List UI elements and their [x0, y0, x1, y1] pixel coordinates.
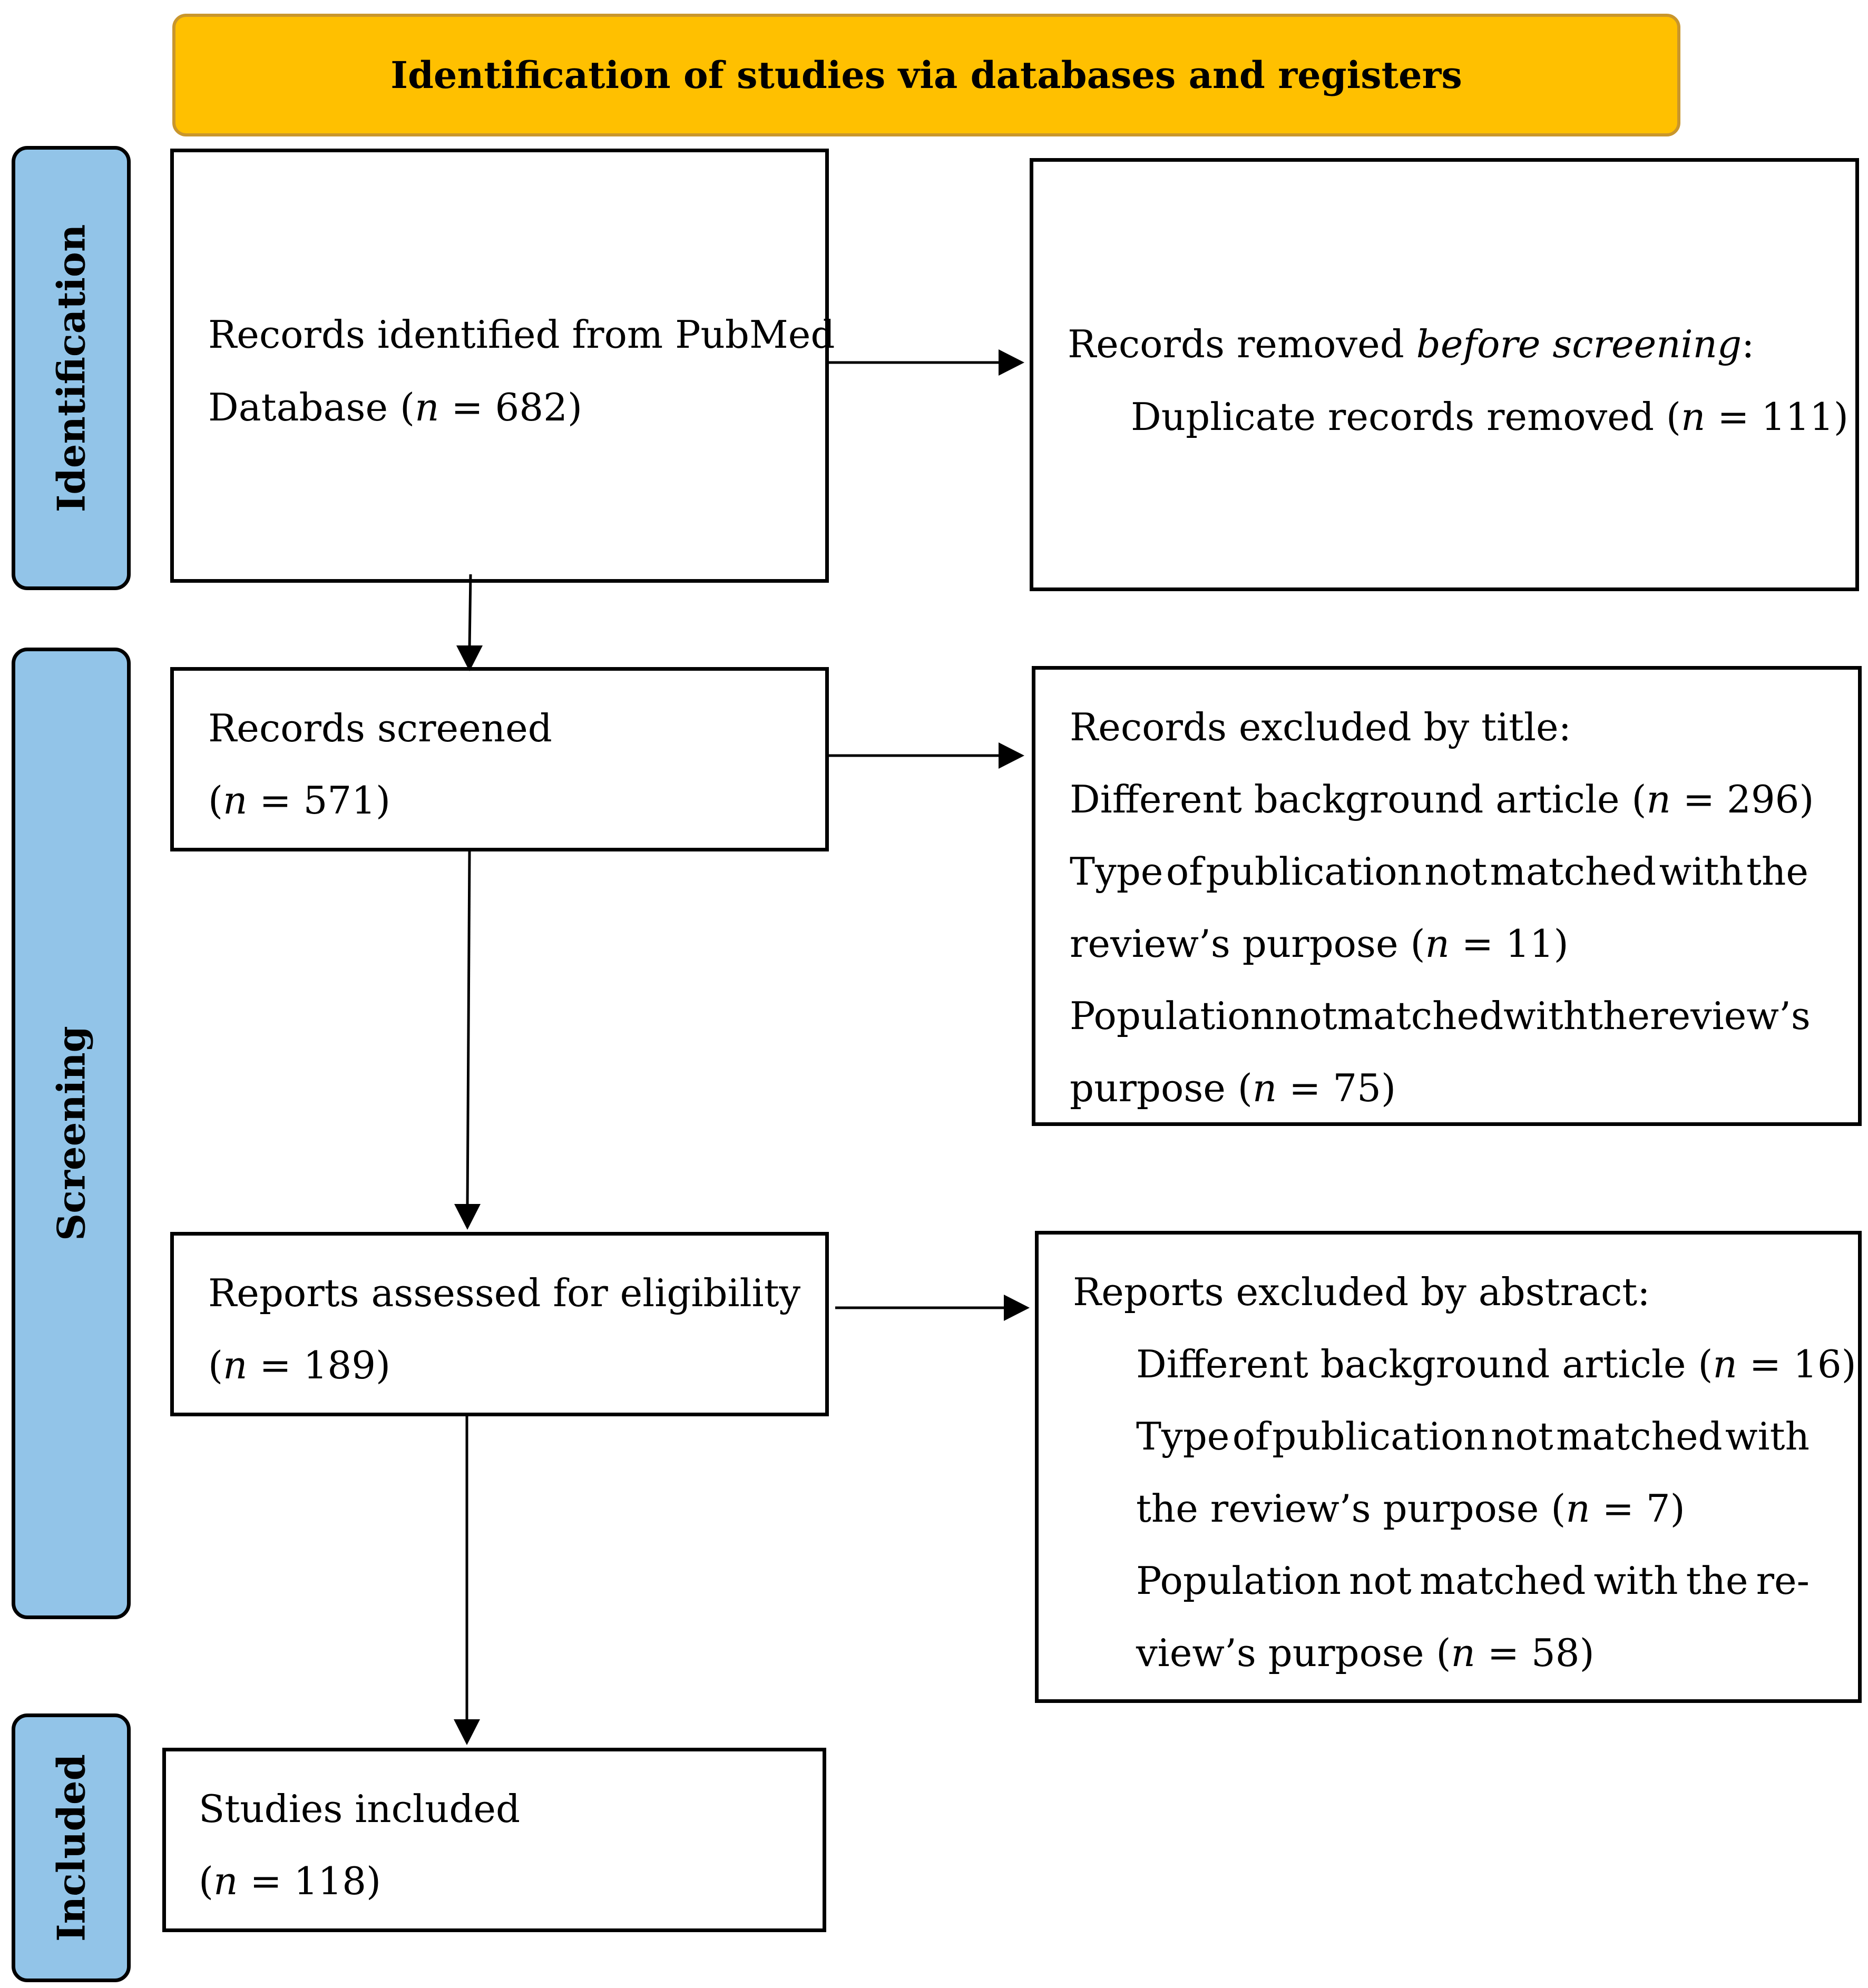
records-screened-line2: (n = 571)	[208, 778, 391, 822]
excluded-abstract-item3-line2: view’s purpose (n = 58)	[1136, 1631, 1595, 1675]
excluded-abstract-item2-line1: Type of publication not matched with	[1136, 1414, 1810, 1458]
duplicate-records-removed: Duplicate records removed (n = 111)	[1131, 395, 1849, 439]
arrowhead-screened-to-excluded-title	[999, 742, 1024, 769]
records-excluded-title-box: Records excluded by title: Different bac…	[1032, 666, 1862, 1126]
studies-included-box: Studies included (n = 118)	[162, 1748, 826, 1932]
reports-excluded-abstract-box: Reports excluded by abstract: Different …	[1035, 1231, 1862, 1703]
records-identified-box: Records identified from PubMed Database …	[170, 149, 835, 583]
excluded-title-item2-line1: Type of publication not matched with the	[1070, 849, 1808, 894]
reports-assessed-box: Reports assessed for eligibility (n = 18…	[170, 1232, 829, 1416]
records-identified-line1: Records identified from PubMed	[208, 312, 835, 357]
studies-included-line2: (n = 118)	[199, 1859, 382, 1903]
excluded-title-item2-line2: review’s purpose (n = 11)	[1070, 922, 1569, 966]
phase-identification: Identification	[12, 146, 131, 590]
phase-screening: Screening	[12, 648, 131, 1619]
reports-assessed-line1: Reports assessed for eligibility	[208, 1271, 801, 1315]
arrowhead-assessed-to-excluded-abstract	[1004, 1295, 1030, 1321]
phase-included: Included	[12, 1713, 131, 1982]
excluded-title-item3-line2: purpose (n = 75)	[1070, 1066, 1396, 1110]
excluded-abstract-item3-line1: Population not matched with the re-	[1136, 1559, 1810, 1603]
header-title: Identification of studies via databases …	[390, 53, 1462, 97]
arrow-screened-to-assessed	[466, 851, 471, 1207]
reports-assessed-line2: (n = 189)	[208, 1343, 391, 1387]
excluded-abstract-item2-line2: the review’s purpose (n = 7)	[1136, 1486, 1685, 1531]
studies-included-line1: Studies included	[199, 1787, 521, 1831]
records-removed-heading: Records removed before screening:	[1068, 322, 1755, 366]
records-screened-line1: Records screened	[208, 706, 552, 750]
header-banner: Identification of studies via databases …	[172, 14, 1680, 136]
excluded-abstract-heading: Reports excluded by abstract:	[1073, 1270, 1650, 1314]
excluded-title-item1: Different background article (n = 296)	[1070, 777, 1814, 821]
records-screened-box: Records screened (n = 571)	[170, 667, 829, 851]
records-identified-line2: Database (n = 682)	[208, 385, 583, 429]
excluded-title-heading: Records excluded by title:	[1070, 705, 1571, 749]
excluded-abstract-item1: Different background article (n = 16)	[1136, 1342, 1856, 1386]
arrowhead-screened-to-assessed	[454, 1204, 481, 1230]
arrowhead-identified-to-removed	[999, 349, 1024, 376]
excluded-title-item3-line1: Population not matched with the review’s	[1070, 994, 1811, 1038]
arrow-identified-to-screened	[468, 574, 472, 649]
records-removed-box: Records removed before screening: Duplic…	[1030, 158, 1859, 591]
arrowhead-identified-to-screened	[456, 645, 483, 671]
arrowhead-assessed-to-included	[454, 1719, 480, 1745]
